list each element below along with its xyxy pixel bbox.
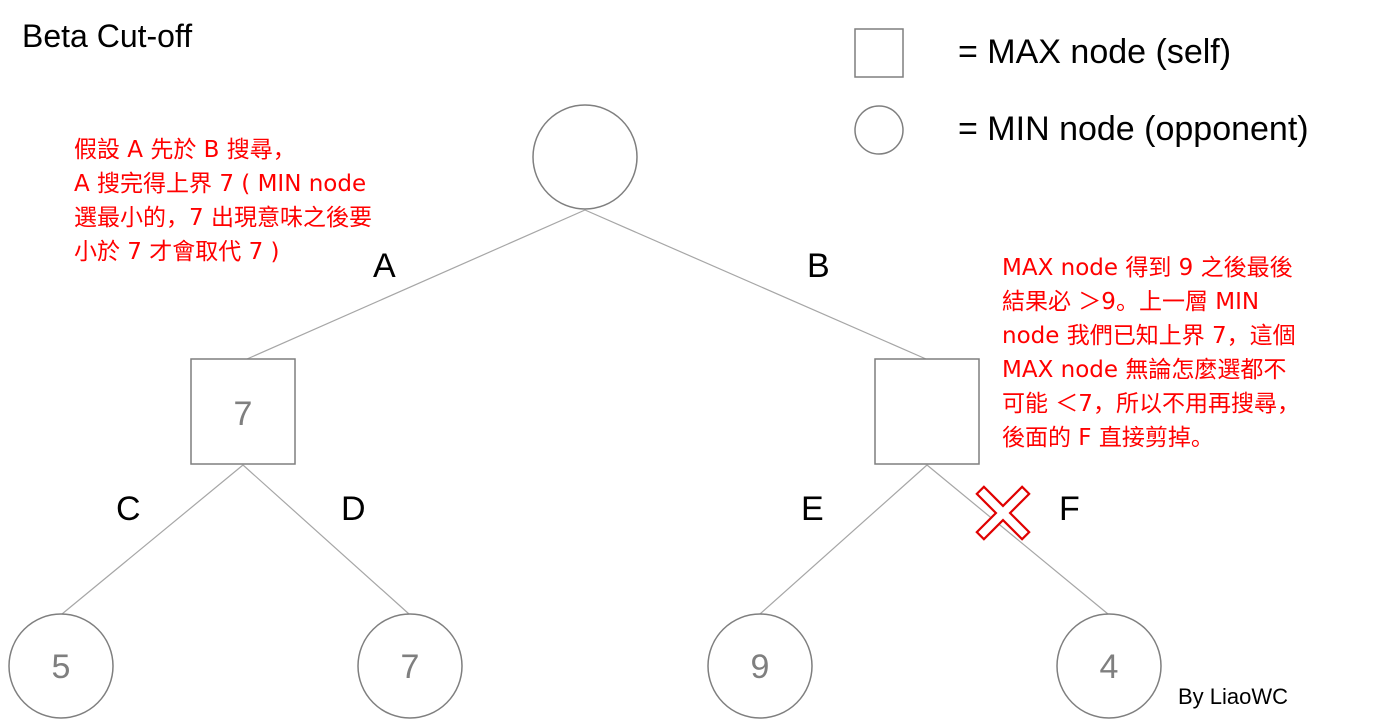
edge-c-line xyxy=(61,464,244,615)
leaf-node-f-value: 4 xyxy=(1100,648,1119,686)
edge-label-d: D xyxy=(341,490,366,528)
leaf-node-c xyxy=(8,613,114,719)
legend-min-label: = MIN node (opponent) xyxy=(958,110,1309,148)
edge-label-f: F xyxy=(1059,490,1080,528)
leaf-node-d xyxy=(357,613,463,719)
legend-max-label: = MAX node (self) xyxy=(958,33,1232,71)
leaf-node-d-value: 7 xyxy=(401,648,420,686)
max-node-a xyxy=(190,358,296,465)
legend-max-square-icon xyxy=(854,28,904,78)
edge-label-a: A xyxy=(373,247,396,285)
leaf-node-f xyxy=(1056,613,1162,719)
edge-f-line xyxy=(926,464,1109,615)
leaf-node-e-value: 9 xyxy=(751,648,770,686)
edge-label-c: C xyxy=(116,490,141,528)
legend-min-circle-icon xyxy=(854,105,904,155)
max-node-a-value: 7 xyxy=(234,395,253,433)
leaf-node-e xyxy=(707,613,813,719)
left-explanation-note: 假設 A 先於 B 搜尋， A 搜完得上界 7 ( MIN node 選最小的，… xyxy=(74,137,372,265)
edge-b-line xyxy=(584,209,927,360)
right-explanation-note: MAX node 得到 9 之後最後 結果必 ＞9。上一層 MIN node 我… xyxy=(1002,255,1300,451)
author-credit: By LiaoWC xyxy=(1178,684,1289,709)
diagram-title: Beta Cut-off xyxy=(22,18,193,54)
edge-a-line xyxy=(246,209,586,360)
leaf-node-c-value: 5 xyxy=(52,648,71,686)
edge-e-line xyxy=(759,464,928,615)
edge-label-b: B xyxy=(807,247,830,285)
edge-d-line xyxy=(242,464,410,615)
root-min-node xyxy=(532,104,638,210)
cross-mark-icon xyxy=(975,485,1031,541)
max-node-b xyxy=(874,358,980,465)
edge-label-e: E xyxy=(801,490,824,528)
